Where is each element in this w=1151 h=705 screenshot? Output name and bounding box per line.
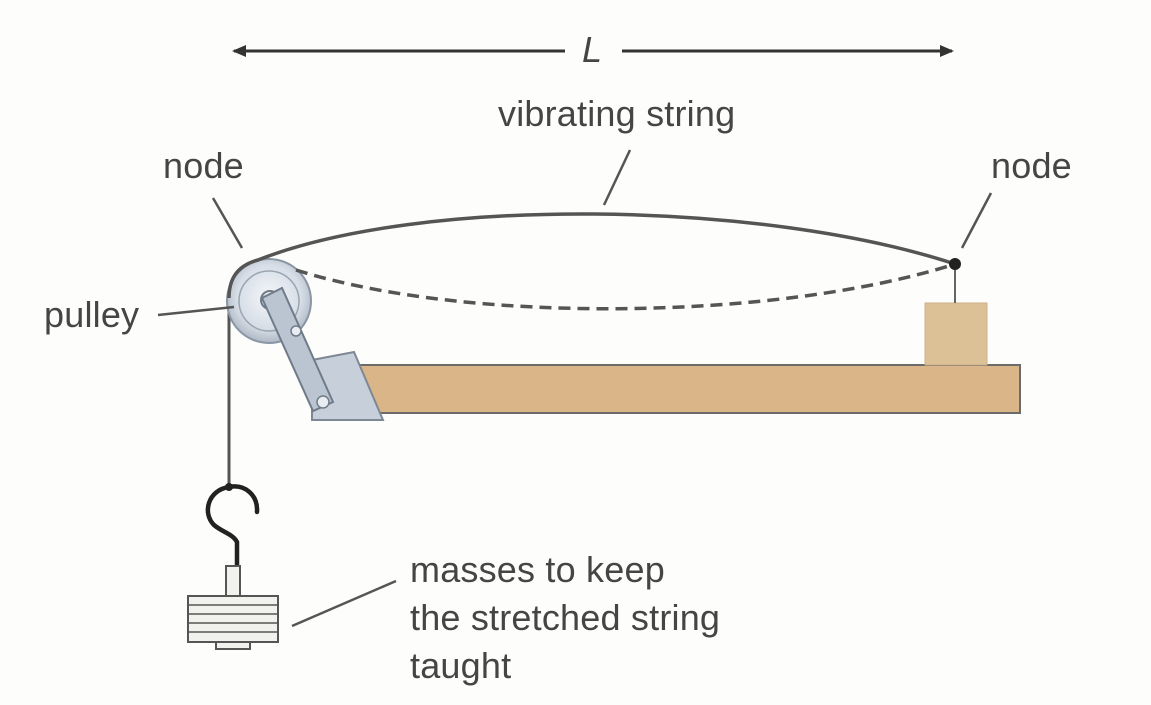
pointer-node-left [211,197,244,249]
node-right-label: node [991,145,1072,186]
pulley-arm [260,286,335,413]
arm-bottom-rivet [316,395,330,409]
mass-stem [225,565,241,597]
length-label: L [582,29,603,70]
arm-top-rivet [290,325,302,337]
pointer-node-right [960,192,993,249]
pointer-pulley [157,305,235,317]
vibrating-string-solid [227,212,956,299]
right-node-dot [949,258,961,270]
masses-label-line-1: masses to keep [410,549,665,590]
mass-base [215,641,251,650]
pointer-vibrating-string [602,149,632,206]
pointer-masses [291,579,397,628]
wooden-board [351,364,1021,414]
pulley-label: pulley [44,294,140,335]
mass-hook [205,484,260,571]
masses-label-line-2: the stretched string [410,597,721,638]
bridge-block [924,302,988,366]
masses-label-line-3: taught [410,645,512,686]
pulley-inner-rim [238,270,300,332]
vibrating-string-label: vibrating string [498,93,736,134]
node-left-label: node [163,145,244,186]
vibrating-string-dashed [295,262,956,311]
mass-stack [187,595,279,643]
